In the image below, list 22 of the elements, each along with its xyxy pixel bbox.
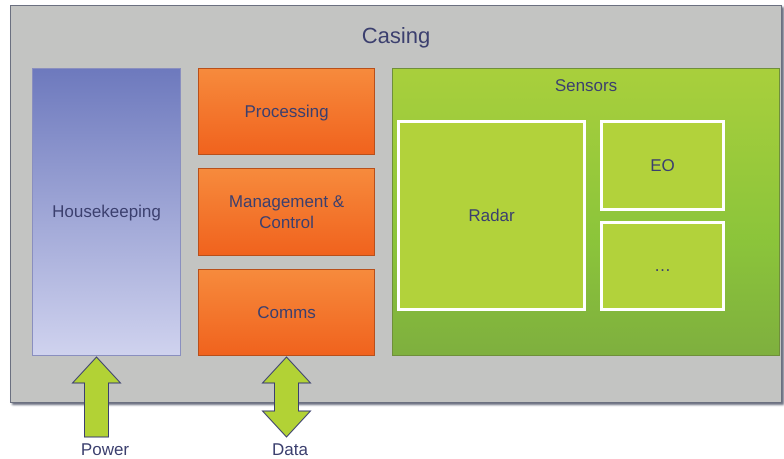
module-box [198,168,375,256]
box-label: … [654,255,671,277]
box-label: Comms [257,302,316,324]
box-label: Casing [362,22,430,50]
box-label: Housekeeping [52,201,161,223]
box-label: Sensors [554,75,618,96]
sensor-group-box [392,68,780,356]
module-box [32,68,181,356]
arrow-label: Power [80,438,130,459]
box-label: EO [650,154,675,176]
casing-box [10,5,782,403]
sensor-box [397,120,586,311]
block-arrow [261,356,312,438]
box-label: Radar [468,204,515,226]
sensor-box [600,221,725,311]
arrow-label: Data [272,438,308,459]
box-label: Management & Control [228,190,346,234]
sensor-box [600,120,725,211]
box-label: Processing [244,100,329,122]
block-arrow [71,356,122,438]
module-box [198,269,375,356]
module-box [198,68,375,155]
